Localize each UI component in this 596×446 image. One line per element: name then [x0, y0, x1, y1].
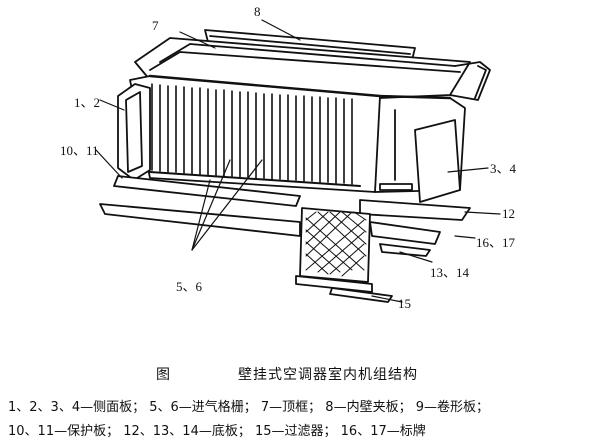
label-part-12: 12: [502, 206, 515, 221]
figure-prefix: 图: [156, 367, 170, 383]
legend-line-1: 1、2、3、4—侧面板； 5、6—进气格栅； 7—顶框； 8—内壁夹板； 9—卷…: [8, 400, 489, 415]
legend-line-2: 10、11—保护板； 12、13、14—底板； 15—过滤器； 16、17—标牌: [8, 424, 426, 439]
right-side-panel-part-3-4: [379, 109, 461, 203]
left-side-panel-part-1-2: [117, 83, 151, 181]
figure-title: 壁挂式空调器室内机组结构: [238, 367, 418, 383]
label-part-8: 8: [254, 4, 261, 19]
label-parts-5-6: 5、6: [176, 279, 203, 294]
label-part-15: 15: [398, 296, 411, 311]
leader-lines: [95, 19, 501, 303]
label-parts-3-4: 3、4: [490, 161, 517, 176]
label-part-7: 7: [152, 18, 159, 33]
label-parts-10-11: 10、11: [60, 143, 99, 158]
label-parts-16-17: 16、17: [476, 235, 516, 250]
base-plate-part-12-13-14: [99, 199, 471, 257]
label-parts-13-14: 13、14: [430, 265, 470, 280]
filter-part-15: [295, 207, 393, 303]
label-parts-1-2: 1、2: [74, 95, 101, 110]
intake-grille-part-5-6: [149, 83, 361, 187]
